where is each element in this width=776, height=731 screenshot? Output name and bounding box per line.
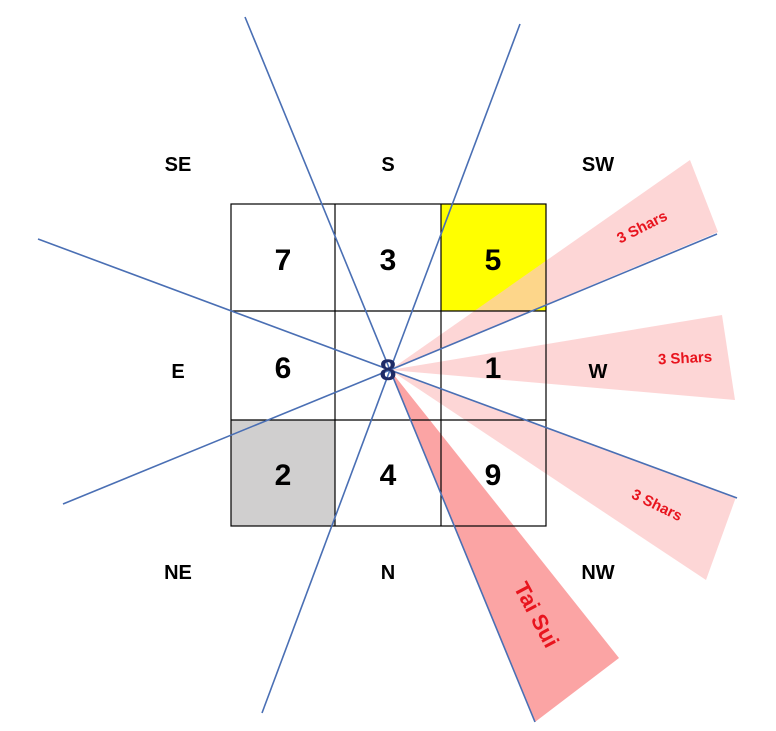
- star-number-top-left: 7: [275, 244, 292, 277]
- star-number-center: 8: [380, 354, 397, 387]
- luo-shu-grid: [230, 203, 547, 527]
- star-number-top-center: 3: [380, 244, 397, 277]
- direction-label-nw: NW: [581, 562, 614, 584]
- star-number-top-right: 5: [485, 244, 502, 277]
- star-number-bottom-center: 4: [380, 459, 397, 492]
- shar-wedge-sw: [390, 160, 718, 370]
- direction-label-ne: NE: [164, 562, 192, 584]
- direction-label-sw: SW: [582, 154, 614, 176]
- star-number-middle-right: 1: [485, 352, 502, 385]
- sector-lines: [37, 16, 738, 723]
- cell-highlight-bottom-left: [231, 420, 335, 526]
- shar-label-w: 3 Shars: [658, 349, 713, 369]
- star-number-middle-left: 6: [275, 352, 292, 385]
- star-number-bottom-right: 9: [485, 459, 502, 492]
- star-number-bottom-left: 2: [275, 459, 292, 492]
- direction-label-se: SE: [165, 154, 192, 176]
- tai-sui-wedge: [390, 370, 619, 722]
- direction-label-n: N: [381, 562, 395, 584]
- direction-label-w: W: [589, 361, 608, 383]
- shar-wedge-nw: [390, 370, 736, 580]
- direction-label-s: S: [381, 154, 394, 176]
- direction-label-e: E: [171, 361, 184, 383]
- shar-wedge-w: [390, 315, 735, 400]
